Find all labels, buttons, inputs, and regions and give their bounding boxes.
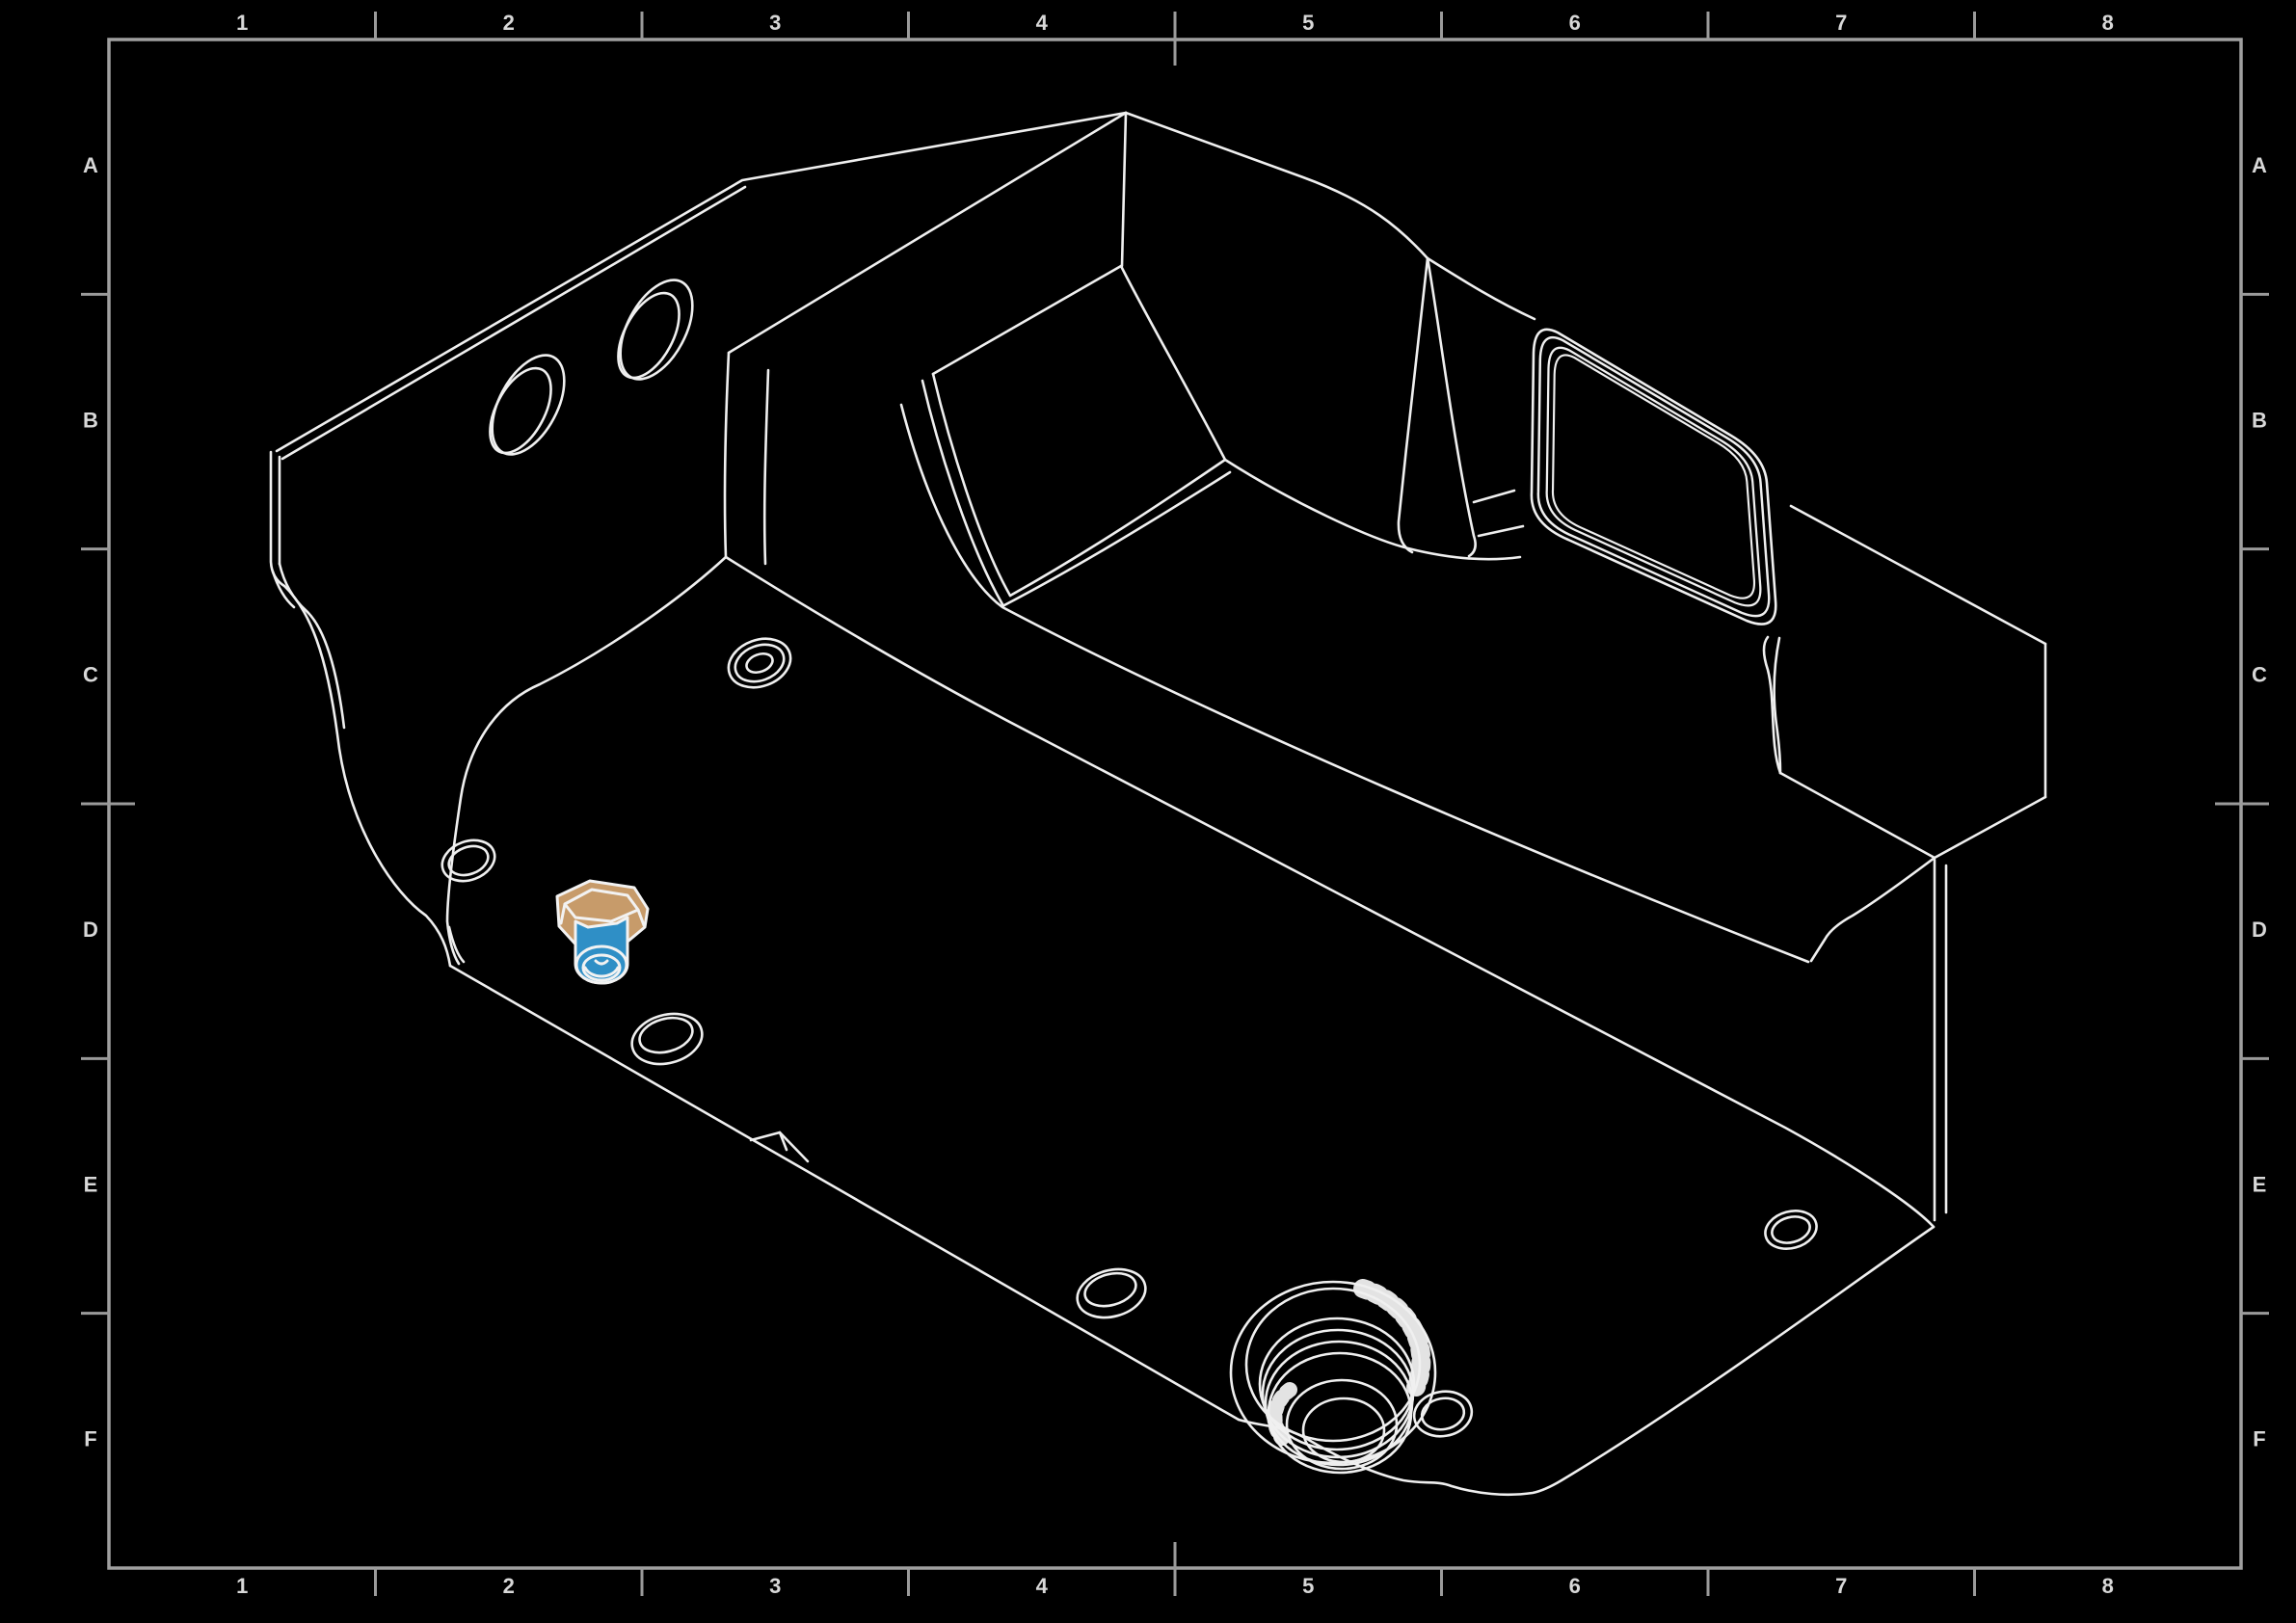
highlighted-fitting[interactable] xyxy=(555,879,650,985)
boss-right xyxy=(1764,1210,1818,1250)
zone-col-label-bottom: 4 xyxy=(1036,1574,1049,1598)
zone-col-label-top: 8 xyxy=(2102,11,2114,35)
pocket-recess-edges xyxy=(899,111,1810,964)
drain-port[interactable] xyxy=(1229,1279,1437,1475)
zone-col-label-bottom: 6 xyxy=(1569,1574,1581,1598)
zone-col-label-bottom: 8 xyxy=(2102,1574,2114,1598)
right-step-edges xyxy=(1762,504,2047,1222)
zone-row-label-right: C xyxy=(2252,663,2267,687)
mount-holes xyxy=(489,279,694,456)
zone-row-label-right: D xyxy=(2252,918,2267,942)
zone-col-label-bottom: 3 xyxy=(769,1574,781,1598)
fitting-bottom-inner xyxy=(581,953,622,982)
fitting-body xyxy=(574,916,629,985)
boss-bottom-mid xyxy=(1076,1267,1147,1319)
zone-row-label-left: F xyxy=(84,1427,96,1451)
zone-row-label-left: B xyxy=(83,408,98,432)
zone-row-label-left: C xyxy=(83,663,98,687)
part-wireframe[interactable] xyxy=(269,111,2047,1497)
slope-blend-edges xyxy=(1124,111,1536,561)
zone-col-label-top: 1 xyxy=(236,11,248,35)
front-face-edges xyxy=(445,555,1936,1497)
zone-row-label-left: A xyxy=(83,153,98,177)
thread-hatch-upper xyxy=(1353,1279,1431,1397)
zone-col-label-top: 2 xyxy=(503,11,515,35)
zone-row-label-left: E xyxy=(84,1172,98,1196)
thread-hatch-bore xyxy=(1267,1382,1297,1446)
small-bosses xyxy=(441,637,1818,1438)
zone-ticks xyxy=(81,12,2269,1596)
boss-left xyxy=(441,838,496,883)
boss-below-fitting xyxy=(630,1012,704,1066)
zone-col-label-top: 4 xyxy=(1036,11,1049,35)
fitting-hex-facet xyxy=(559,902,646,927)
zone-col-label-top: 7 xyxy=(1835,11,1847,35)
zone-col-label-bottom: 1 xyxy=(236,1574,248,1598)
zone-row-label-right: A xyxy=(2252,153,2267,177)
boss-top xyxy=(727,637,792,689)
upper-flange-edges xyxy=(269,111,1128,968)
fitting-bottom-detail xyxy=(583,959,620,978)
zone-row-label-right: F xyxy=(2253,1427,2265,1451)
fitting-bottom-ring xyxy=(574,945,628,985)
zone-row-label-left: D xyxy=(83,918,98,942)
filler-boss[interactable] xyxy=(1530,328,1777,625)
zone-row-label-right: B xyxy=(2252,408,2267,432)
zone-row-label-right: E xyxy=(2253,1172,2267,1196)
zone-col-label-bottom: 7 xyxy=(1835,1574,1847,1598)
zone-col-label-top: 3 xyxy=(769,11,781,35)
zone-col-label-top: 5 xyxy=(1302,11,1314,35)
zone-col-label-bottom: 2 xyxy=(503,1574,515,1598)
zone-col-label-top: 6 xyxy=(1569,11,1581,35)
zone-col-label-bottom: 5 xyxy=(1302,1574,1314,1598)
